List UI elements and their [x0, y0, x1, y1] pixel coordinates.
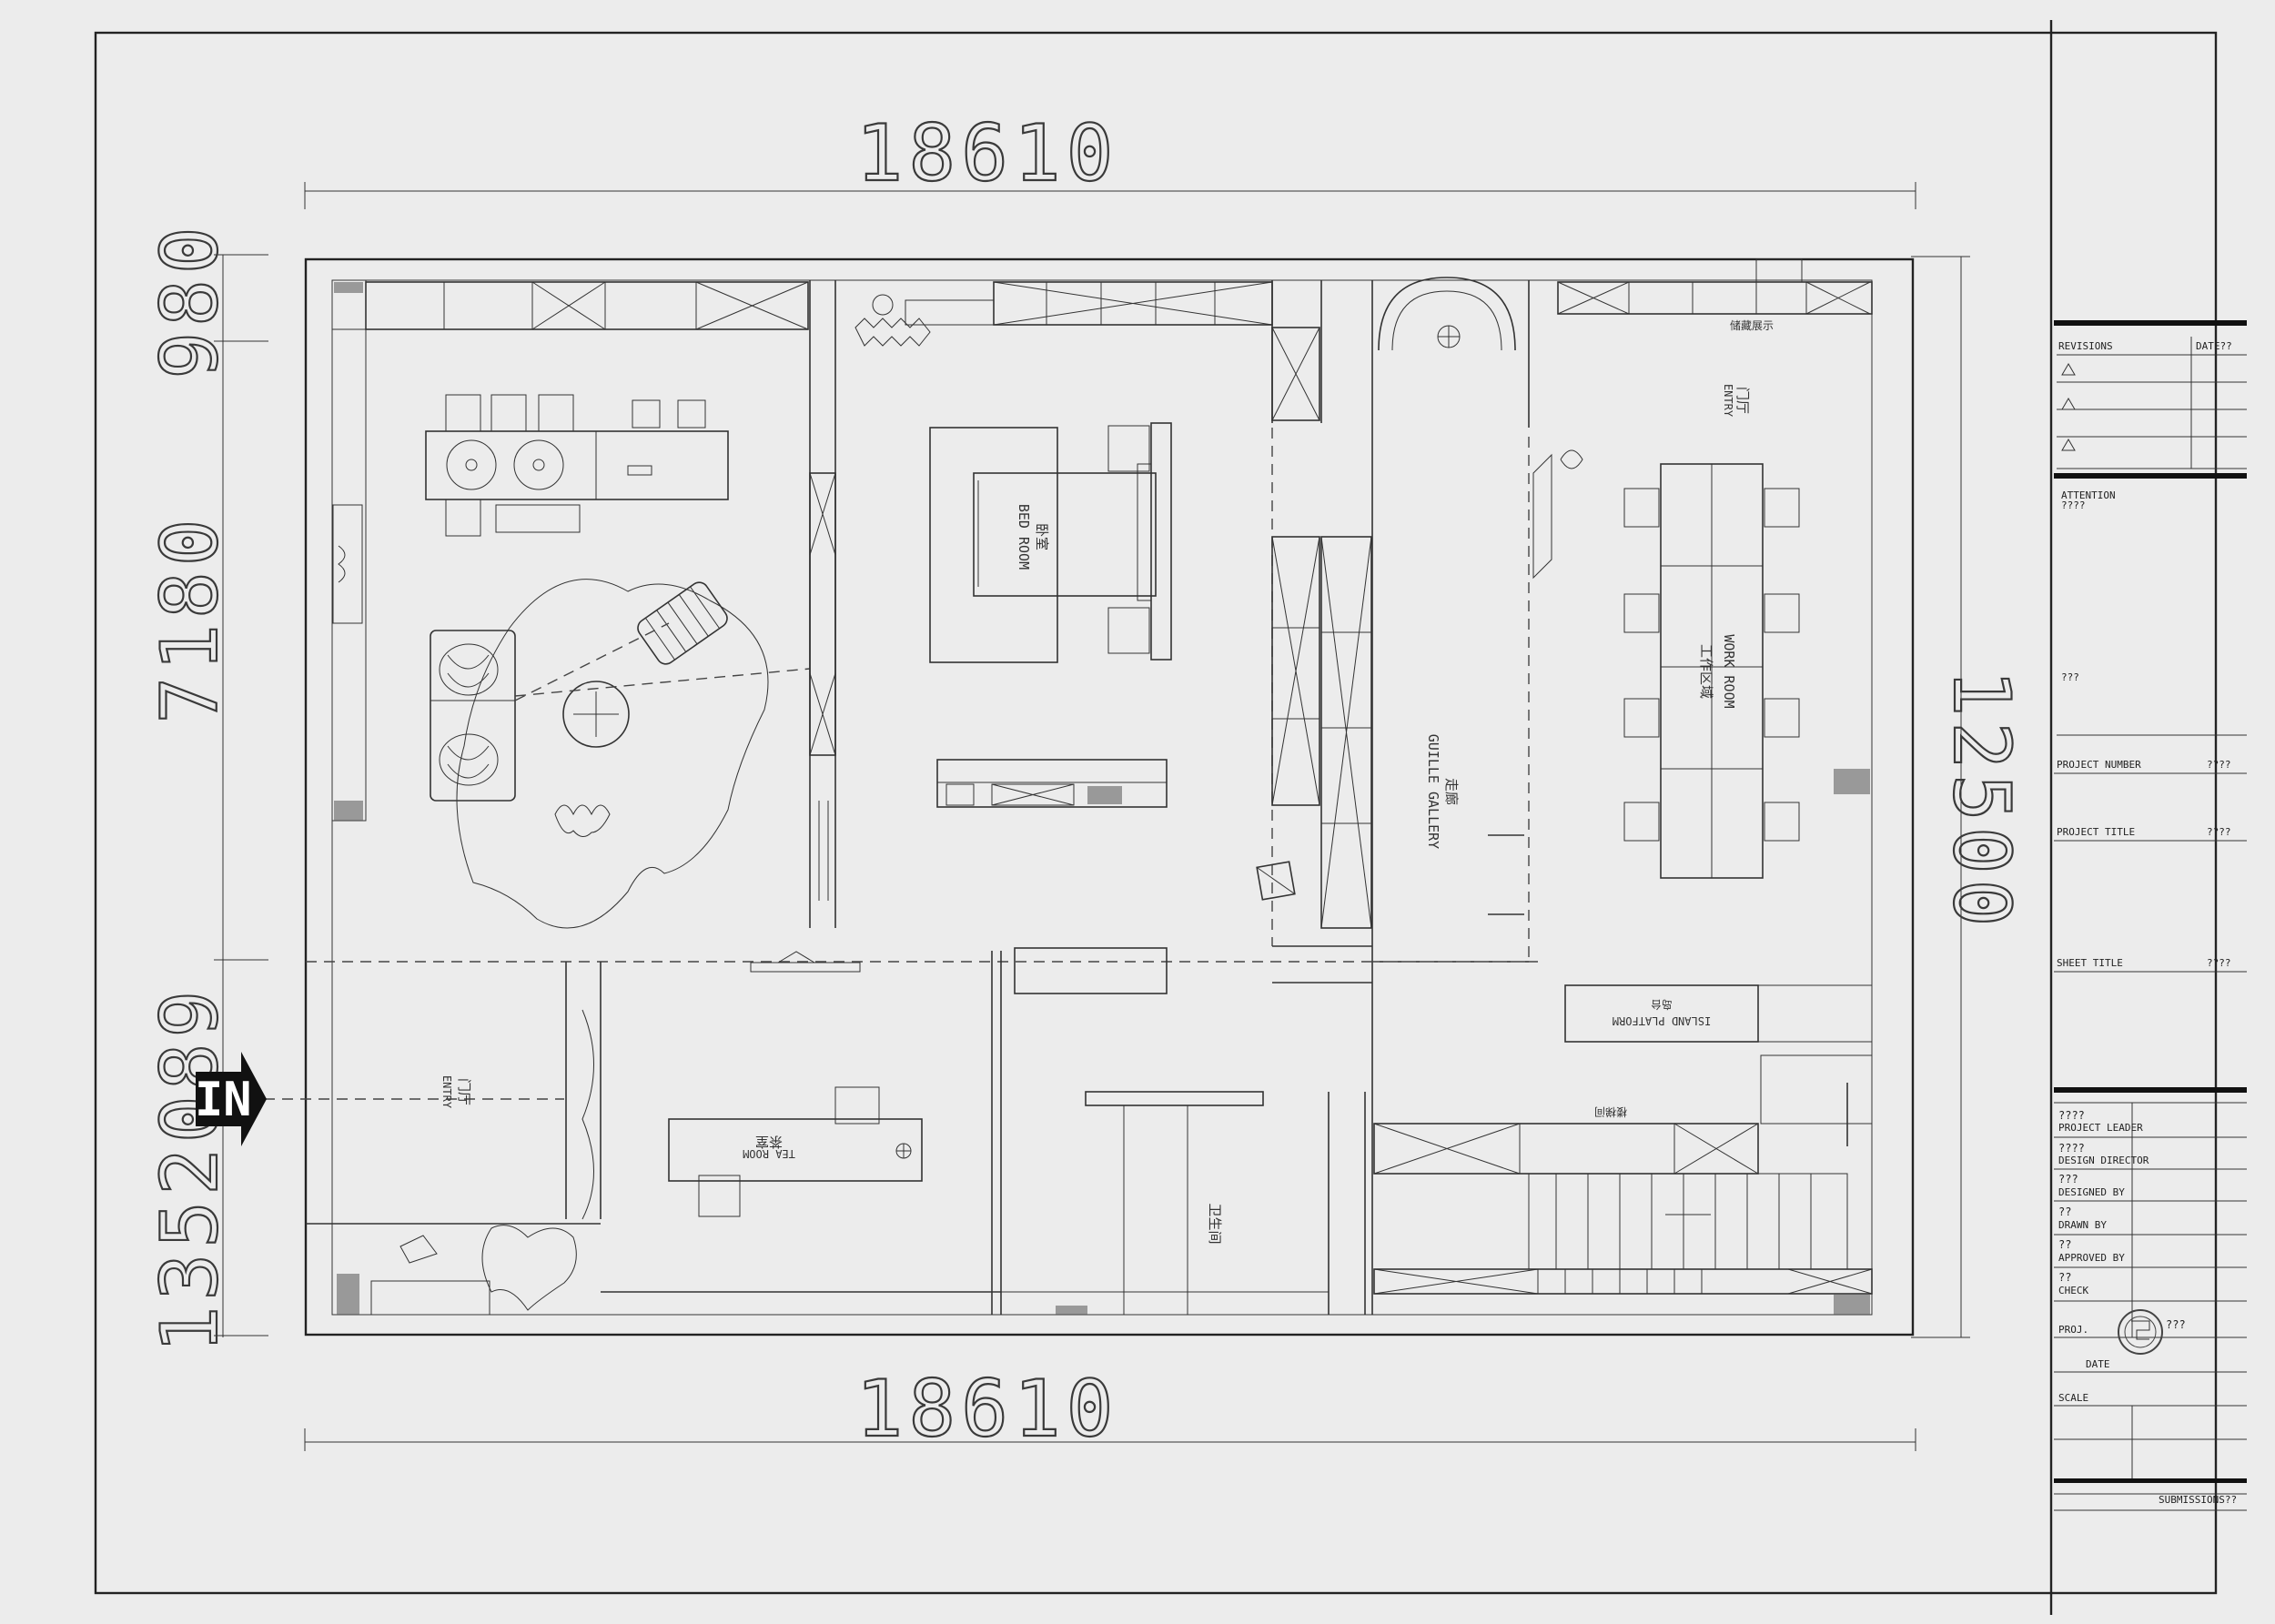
top-cabinet-left: [331, 279, 809, 330]
role-value-4: ??: [2058, 1238, 2071, 1251]
entry-left-label-en: ENTRY: [440, 1075, 453, 1109]
role-label-1: DESIGN DIRECTOR: [2058, 1155, 2149, 1166]
role-label-4: APPROVED BY: [2058, 1252, 2125, 1264]
role-value-0: ????: [2058, 1109, 2085, 1122]
revision-triangle-icon: [2061, 398, 2076, 410]
attention-note: ???: [2061, 671, 2079, 683]
top-cabinet-right: [1557, 258, 1873, 315]
dimension-left: 980 7180 1352089: [144, 220, 268, 1354]
revisions-label: REVISIONS: [2058, 340, 2113, 352]
role-value-5: ??: [2058, 1271, 2071, 1284]
tea-room-label-cn: 茶室: [755, 1134, 783, 1150]
island-platform: ISLAND PLATFORM 岛台: [1564, 984, 1873, 1146]
arched-doorway: [1378, 277, 1516, 351]
island-label-en: ISLAND PLATFORM: [1613, 1014, 1711, 1027]
gallery-label-cn: 走廊: [1443, 778, 1460, 805]
dimension-bottom-value: 18610: [856, 1364, 1119, 1455]
revision-triangle-icon: [2061, 363, 2076, 376]
dimension-top: 18610: [304, 107, 1916, 209]
left-room-partition-door: [809, 472, 836, 901]
tea-room-label-en: TEA ROOM: [743, 1147, 795, 1160]
project-number-value: ????: [2207, 759, 2231, 771]
work-room-label-cn: 工作区域: [1698, 644, 1714, 699]
dimension-top-value: 18610: [856, 108, 1119, 199]
top-cabinet-bedroom: [905, 281, 1320, 421]
proj-label: PROJ.: [2058, 1324, 2088, 1336]
role-label-5: CHECK: [2058, 1285, 2088, 1296]
title-block: REVISIONS DATE?? ATTENTION ???? ??? PROJ…: [2054, 320, 2247, 1511]
entry-left-room: 门厅 ENTRY: [337, 1009, 594, 1316]
dining-set: [425, 394, 729, 537]
role-value-1: ????: [2058, 1142, 2085, 1155]
role-value-3: ??: [2058, 1205, 2071, 1218]
tea-room: TEA ROOM 茶室: [668, 951, 923, 1217]
gallery-label-en: GUILLE GALLERY: [1425, 734, 1441, 849]
bedroom-cabinet: [936, 759, 1168, 808]
entry-front-label-cn: 门厅: [1734, 387, 1751, 414]
proj-value: ???: [2166, 1318, 2186, 1331]
plant-top-left: [854, 294, 931, 347]
scale-label: SCALE: [2058, 1392, 2088, 1404]
work-room: WORK ROOM 工作区域 门厅 ENTRY 储藏展示: [1532, 318, 1870, 879]
date-row-label: DATE: [2086, 1358, 2110, 1370]
left-wall-cabinet: [331, 282, 367, 822]
role-label-0: PROJECT LEADER: [2058, 1122, 2143, 1134]
entry-left-label-cn: 门厅: [456, 1078, 472, 1105]
dimension-bottom: 18610: [304, 1363, 1916, 1456]
bathroom-label-cn: 卫生间: [1207, 1203, 1223, 1244]
sheet-frame: [94, 31, 2218, 1595]
date-label: DATE??: [2196, 340, 2232, 352]
project-title-value: ????: [2207, 826, 2231, 838]
island-label-cn: 岛台: [1651, 998, 1673, 1012]
sheet-title-value: ????: [2207, 957, 2231, 969]
entry-front-label-en: ENTRY: [1722, 384, 1734, 418]
gallery-cabinets: 走廊 GUILLE GALLERY: [1256, 536, 1524, 929]
revision-triangle-icon: [2061, 439, 2076, 451]
dimension-left-bottom: 1352089: [145, 985, 236, 1353]
project-title-label: PROJECT TITLE: [2057, 826, 2135, 838]
bedroom-label-cn: 卧室: [1034, 523, 1050, 550]
stairs: [1373, 1173, 1873, 1315]
sheet-title-label: SHEET TITLE: [2057, 957, 2123, 969]
role-value-2: ???: [2058, 1173, 2078, 1185]
dimension-left-top: 980: [145, 221, 236, 378]
role-label-2: DESIGNED BY: [2058, 1186, 2125, 1198]
project-number-label: PROJECT NUMBER: [2057, 759, 2141, 771]
dimension-right-value: 12500: [1936, 670, 2027, 933]
seal-icon: [2118, 1309, 2163, 1355]
top-right-note: 储藏展示: [1730, 318, 1774, 332]
bathroom: 卫生间: [1014, 947, 1264, 1316]
bedroom-label-en: BED ROOM: [1016, 504, 1032, 570]
stair-label-cn: 楼梯间: [1594, 1105, 1627, 1119]
work-room-label-en: WORK ROOM: [1721, 634, 1737, 708]
bed: 卧室 BED ROOM: [929, 422, 1172, 663]
submissions-label: SUBMISSIONS??: [2159, 1494, 2237, 1506]
attention-label: ATTENTION: [2061, 489, 2116, 501]
dimension-left-middle: 7180: [145, 513, 236, 723]
role-label-3: DRAWN BY: [2058, 1219, 2107, 1231]
lounge-area: [430, 579, 811, 929]
attention-value: ????: [2061, 499, 2086, 511]
in-arrow: IN: [195, 1052, 267, 1146]
in-marker: IN: [195, 1073, 252, 1127]
dimension-right: 12500: [1911, 256, 2027, 1338]
